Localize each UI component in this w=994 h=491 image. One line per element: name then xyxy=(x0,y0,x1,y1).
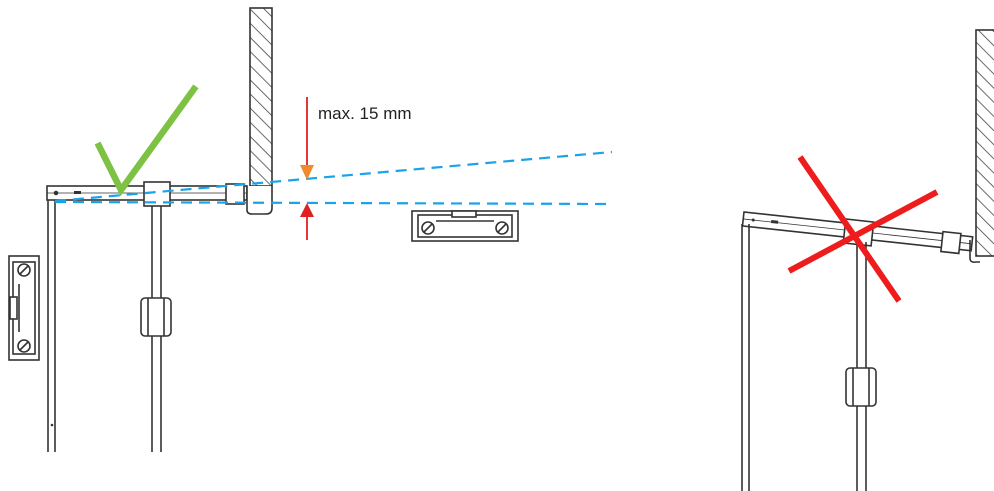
guide-line-level xyxy=(54,200,613,206)
wall-right xyxy=(975,29,994,257)
incorrect-installation xyxy=(741,29,994,491)
wall-left xyxy=(249,7,273,187)
side-profile-left xyxy=(47,200,56,452)
side-profile-right xyxy=(741,224,750,491)
gap-measurement xyxy=(300,97,314,240)
spirit-level-icon xyxy=(411,210,519,242)
max-gap-label: max. 15 mm xyxy=(318,104,412,123)
cross-mark-icon xyxy=(787,155,939,303)
correct-installation xyxy=(8,7,613,452)
support-rod-right xyxy=(845,242,877,491)
check-mark-icon xyxy=(94,84,199,197)
support-rod-left xyxy=(140,206,172,452)
guide-line-sloped xyxy=(54,150,613,203)
guide-lines xyxy=(54,150,613,206)
spirit-level-icon xyxy=(8,255,40,361)
